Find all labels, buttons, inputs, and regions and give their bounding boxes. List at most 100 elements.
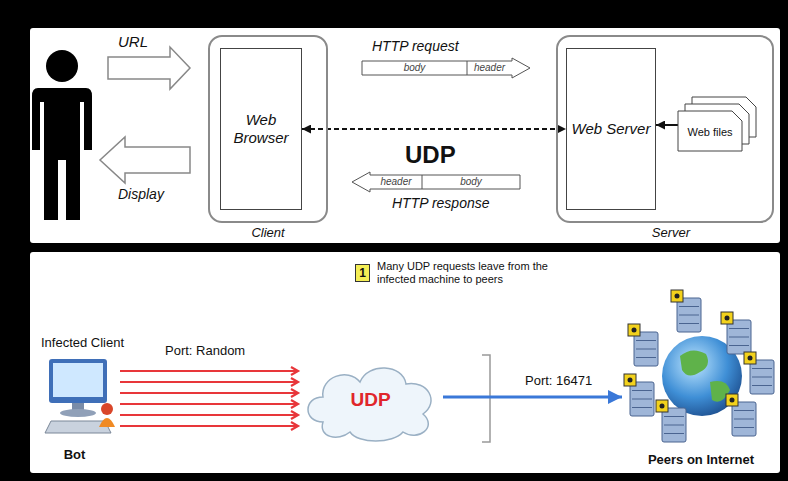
node-text: body [362, 62, 467, 74]
label-anchor: Port: Random [165, 343, 245, 359]
continent [680, 350, 708, 375]
server-stack [662, 408, 686, 442]
bot-body [99, 418, 115, 427]
file-page [678, 111, 742, 151]
server-slot [752, 368, 772, 369]
packet-shape [352, 172, 520, 192]
server-slot [664, 425, 684, 426]
callout-number: 1 [355, 264, 370, 282]
computer-icon [45, 355, 120, 443]
server-slot [734, 419, 754, 420]
top-panel [30, 28, 780, 243]
infected-client-icon: Infected ClientBot [45, 355, 120, 443]
node-text: 1 [359, 266, 366, 280]
label-anchor: Display [118, 186, 164, 203]
node-text: Infected Client [41, 335, 124, 351]
label-anchor: URL [118, 33, 148, 51]
diagram-label: HTTP request [372, 38, 459, 55]
display-arrow [100, 137, 190, 183]
hazard-tag [656, 400, 668, 412]
hazard-tag [624, 374, 636, 386]
node-text: Web Browser [224, 111, 298, 147]
packet-shape [362, 58, 530, 78]
label-anchor: HTTP request [372, 38, 459, 55]
diagram-label: HTTP response [392, 195, 490, 212]
node-text: Bot [64, 447, 86, 463]
server-slot [664, 416, 684, 417]
packet-outline [352, 172, 520, 192]
diagram-label: UDP [405, 140, 456, 169]
node-text: Web files [687, 126, 732, 139]
server-slot [636, 349, 656, 350]
hazard-symbol [660, 404, 665, 409]
hazard-symbol [730, 398, 735, 403]
label-anchor: UDP [405, 140, 456, 169]
node-text: Web Server [572, 120, 651, 138]
udp-cloud: UDP [298, 352, 443, 442]
server-stack [630, 382, 654, 416]
hazard-symbol [632, 328, 637, 333]
diagram-label: Port: Random [165, 343, 245, 359]
server-stack [727, 320, 751, 354]
monitor-base [60, 409, 96, 417]
node-text: UDP [350, 388, 390, 411]
hazard-tag [628, 324, 640, 336]
cloud-outline [308, 368, 431, 441]
node-text: Peers on Internet [648, 452, 754, 468]
server-stack [750, 360, 774, 394]
file-stack [678, 97, 758, 153]
diagram-label: Many UDP requests leave from the infecte… [377, 260, 567, 286]
monitor [49, 359, 107, 403]
hazard-tag [721, 312, 733, 324]
node-text: header [370, 176, 422, 188]
person-body [32, 88, 92, 220]
node-text: Server [652, 225, 690, 241]
server-slot [632, 399, 652, 400]
person-head [46, 50, 78, 82]
diagram-label: Display [118, 186, 164, 203]
url-arrow [108, 47, 190, 89]
connector [302, 128, 566, 130]
node-text: body [422, 176, 520, 188]
server-slot [729, 328, 749, 329]
node-text: header [467, 62, 512, 74]
hazard-tag [744, 352, 756, 364]
hazard-symbol [628, 378, 633, 383]
server-stack [732, 402, 756, 436]
hazard-symbol [748, 356, 753, 361]
server-slot [752, 377, 772, 378]
server-slot [632, 390, 652, 391]
server-slot [636, 357, 656, 358]
peers-globe: Peers on Internet [622, 290, 780, 468]
packet-divider [467, 61, 468, 75]
server-slot [664, 433, 684, 434]
server-slot [734, 410, 754, 411]
response-packet: headerbody [352, 172, 520, 192]
hazard-tag [671, 290, 683, 302]
diagram-label: URL [118, 33, 148, 51]
label-anchor: Many UDP requests leave from the infecte… [377, 260, 567, 286]
diagram-label: Port: 16471 [525, 373, 592, 389]
server-slot [636, 340, 656, 341]
server-stack [677, 298, 701, 332]
connector [656, 124, 678, 126]
connector [120, 367, 298, 430]
hazard-symbol [725, 316, 730, 321]
server-slot [729, 337, 749, 338]
hazard-tag [726, 394, 738, 406]
browser-box: Web Browser [220, 48, 302, 210]
bottom-panel [30, 252, 780, 473]
request-packet: bodyheader [362, 58, 530, 78]
server-slot [679, 306, 699, 307]
server-slot [729, 345, 749, 346]
server-slot [734, 427, 754, 428]
node-text: Client [251, 225, 284, 241]
web-files-stack: Web files [678, 97, 758, 153]
label-anchor: Port: 16471 [525, 373, 592, 389]
server-slot [632, 407, 652, 408]
screen [53, 363, 103, 397]
bot-head [101, 403, 113, 415]
server-stack [634, 332, 658, 366]
server-slot [752, 385, 772, 386]
